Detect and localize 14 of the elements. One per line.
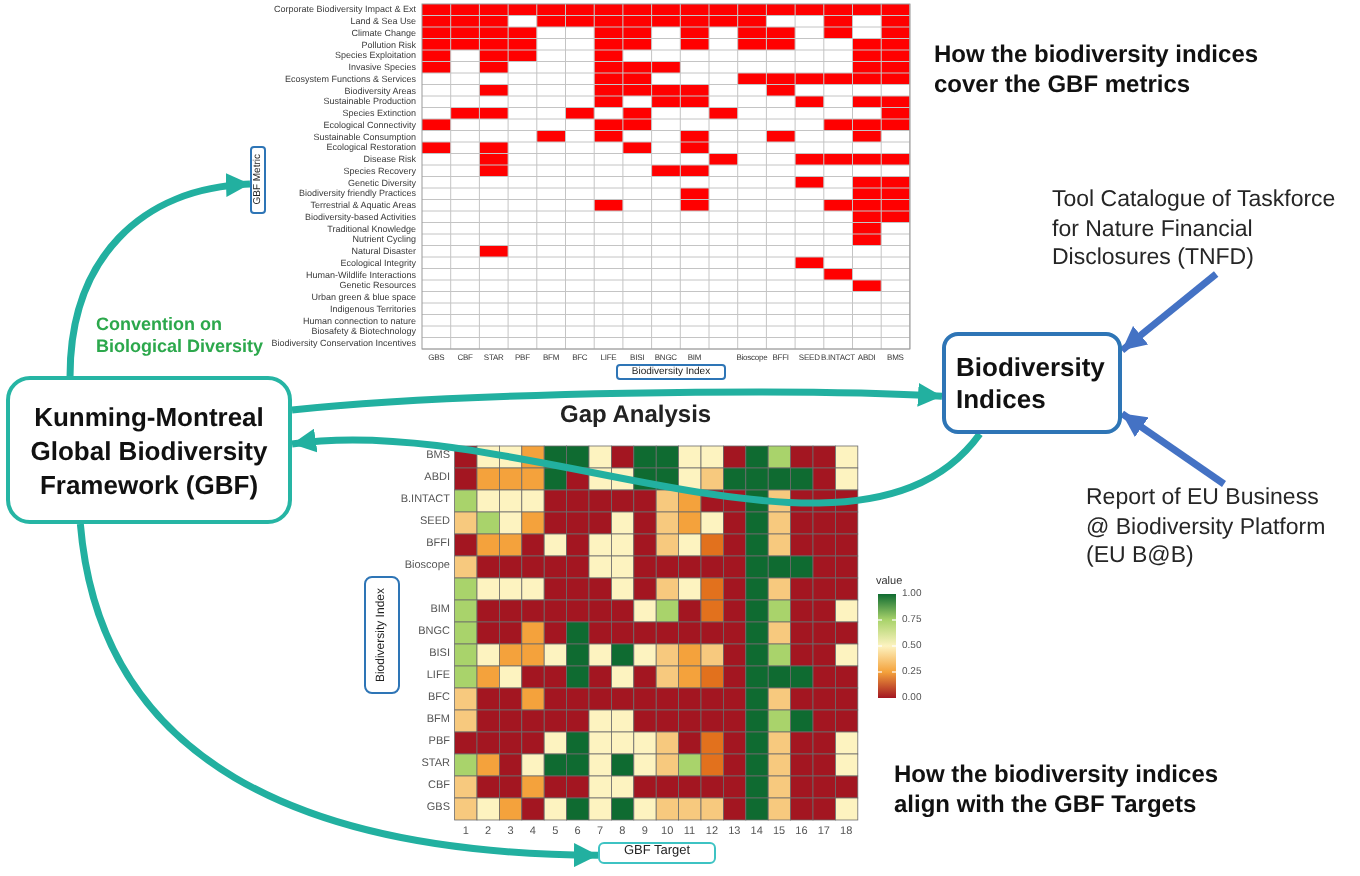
chart-heading: How the biodiversity indices align with the GBF Targets (894, 760, 1221, 820)
indices-box: Biodiversity Indices (942, 332, 1122, 434)
source-note: Tool Catalogue of Taskforce for Nature Financial Disclosures (TNFD) (1052, 186, 1356, 274)
curved-arrow (66, 174, 251, 377)
arrow (1119, 271, 1219, 354)
curved-arrow (291, 383, 943, 414)
arrow (1120, 410, 1226, 487)
framework-box: Kunming-Montreal Global Biodiversity Framework (GBF) (6, 376, 292, 524)
curved-arrow (291, 430, 983, 507)
cycle-label: Gap Analysis (560, 402, 712, 426)
organization-name: Convention on Biological Diversity (96, 314, 266, 358)
curved-arrow (76, 523, 599, 867)
source-note: Report of EU Business @ Biodiversity Platform (EU B@B) (1086, 484, 1336, 572)
chart-heading: How the biodiversity indices cover the GBF metrics (934, 40, 1261, 100)
